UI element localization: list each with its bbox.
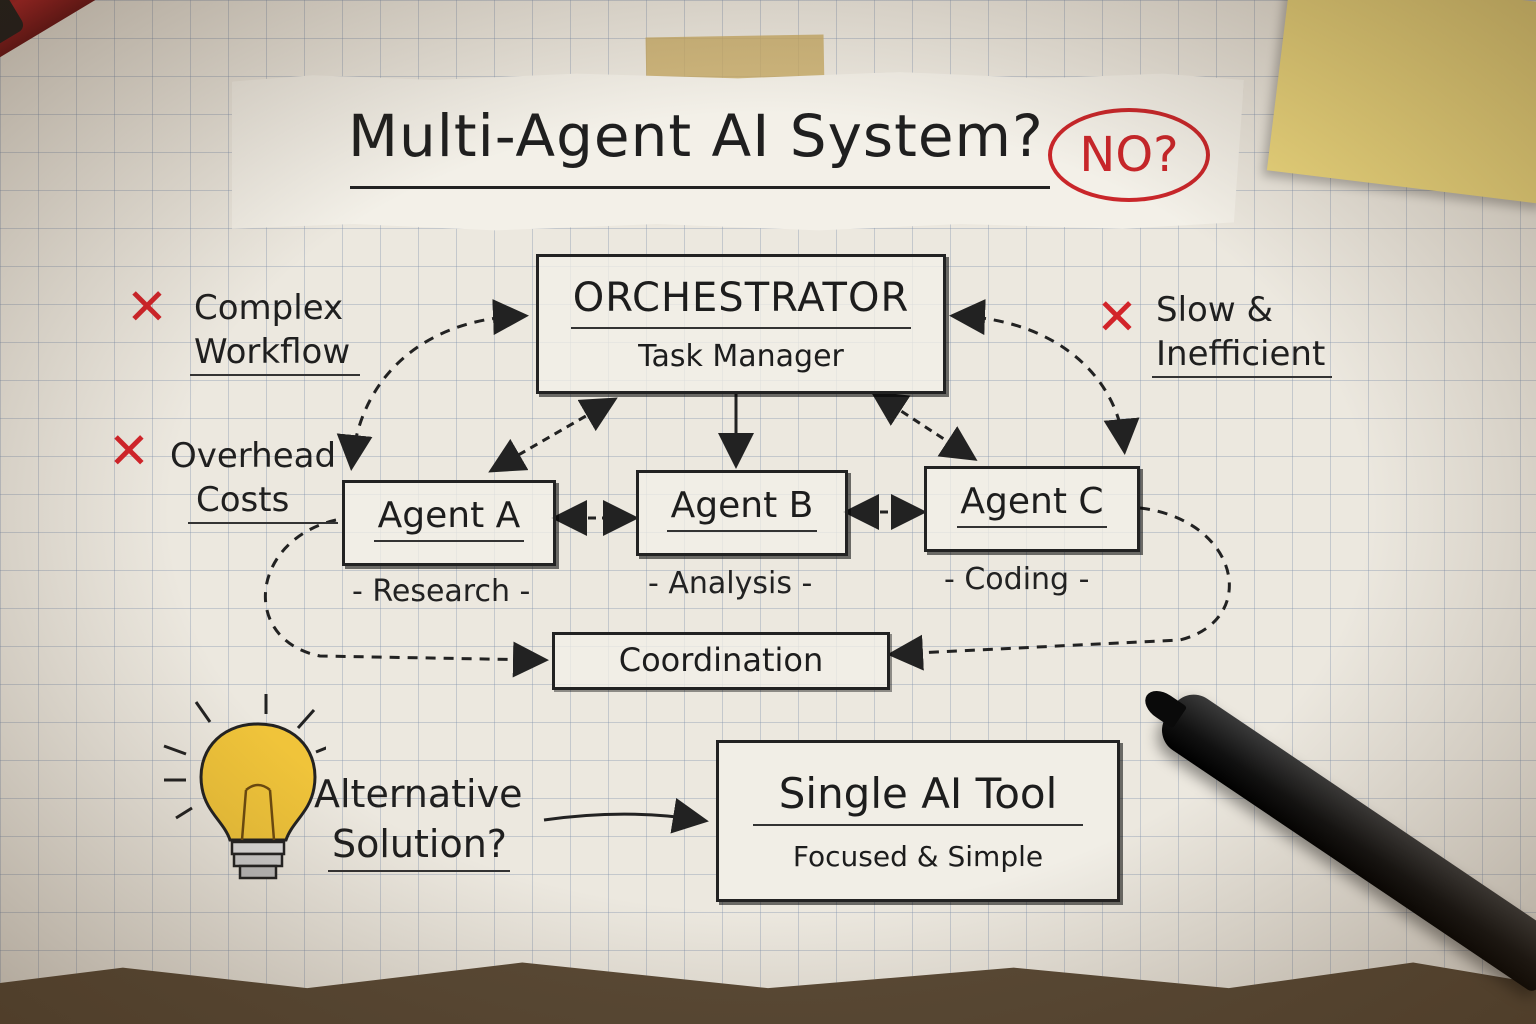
lightbulb-icon <box>163 694 326 880</box>
coordination-label: Coordination <box>618 641 824 679</box>
agent-b-box: Agent B <box>636 470 848 556</box>
agent-b-name: Agent B <box>670 485 814 526</box>
x-mark-icon: ✕ <box>1096 288 1138 346</box>
connector-loop-right <box>887 506 1231 671</box>
agent-c-name: Agent C <box>960 481 1104 522</box>
single-tool-title: Single AI Tool <box>778 769 1058 818</box>
title-underline <box>350 186 1050 189</box>
drawback-slow-line1: Slow & <box>1156 290 1273 330</box>
alternative-line1: Alternative <box>314 772 523 816</box>
drawback-slow-line2: Inefficient <box>1156 334 1326 374</box>
drawback-overhead-underline <box>188 522 338 524</box>
single-tool-rule <box>753 824 1083 826</box>
connector-loop-left <box>263 518 549 678</box>
drawback-overhead-line2: Costs <box>196 480 290 520</box>
drawback-complex-line2: Workflow <box>194 332 351 372</box>
page-title: Multi-Agent AI System? <box>348 102 1044 170</box>
connector-alternative <box>543 797 709 834</box>
agent-b-rule <box>667 530 817 532</box>
orchestrator-subtitle: Task Manager <box>638 339 844 374</box>
orchestrator-box: ORCHESTRATOR Task Manager <box>536 254 946 394</box>
alternative-underline <box>328 870 510 872</box>
alternative-line2: Solution? <box>332 822 507 866</box>
connector-orch-agent-a <box>488 397 618 473</box>
drawback-overhead-line1: Overhead <box>170 436 337 476</box>
agent-c-box: Agent C <box>924 466 1140 552</box>
drawback-complex-underline <box>190 374 360 376</box>
agent-a-rule <box>374 540 524 542</box>
agent-a-role: - Research - <box>352 574 531 609</box>
agent-c-role: - Coding - <box>944 562 1090 597</box>
agent-a-box: Agent A <box>342 480 556 566</box>
connector-orch-right <box>949 299 1140 455</box>
single-tool-subtitle: Focused & Simple <box>792 840 1044 873</box>
drawback-complex-line1: Complex <box>194 288 344 328</box>
drawback-slow-underline <box>1152 376 1332 378</box>
connector-orch-agent-c <box>870 391 978 461</box>
orchestrator-title: ORCHESTRATOR <box>572 275 910 321</box>
x-mark-icon: ✕ <box>126 278 168 336</box>
coordination-box: Coordination <box>552 632 890 690</box>
agent-b-role: - Analysis - <box>648 566 813 601</box>
agent-c-rule <box>957 526 1107 528</box>
x-mark-icon: ✕ <box>108 422 150 480</box>
single-tool-box: Single AI Tool Focused & Simple <box>716 740 1120 902</box>
orchestrator-rule <box>571 327 911 329</box>
no-stamp: NO? <box>1048 108 1210 202</box>
agent-a-name: Agent A <box>377 495 521 536</box>
connector-orch-left <box>336 299 529 471</box>
